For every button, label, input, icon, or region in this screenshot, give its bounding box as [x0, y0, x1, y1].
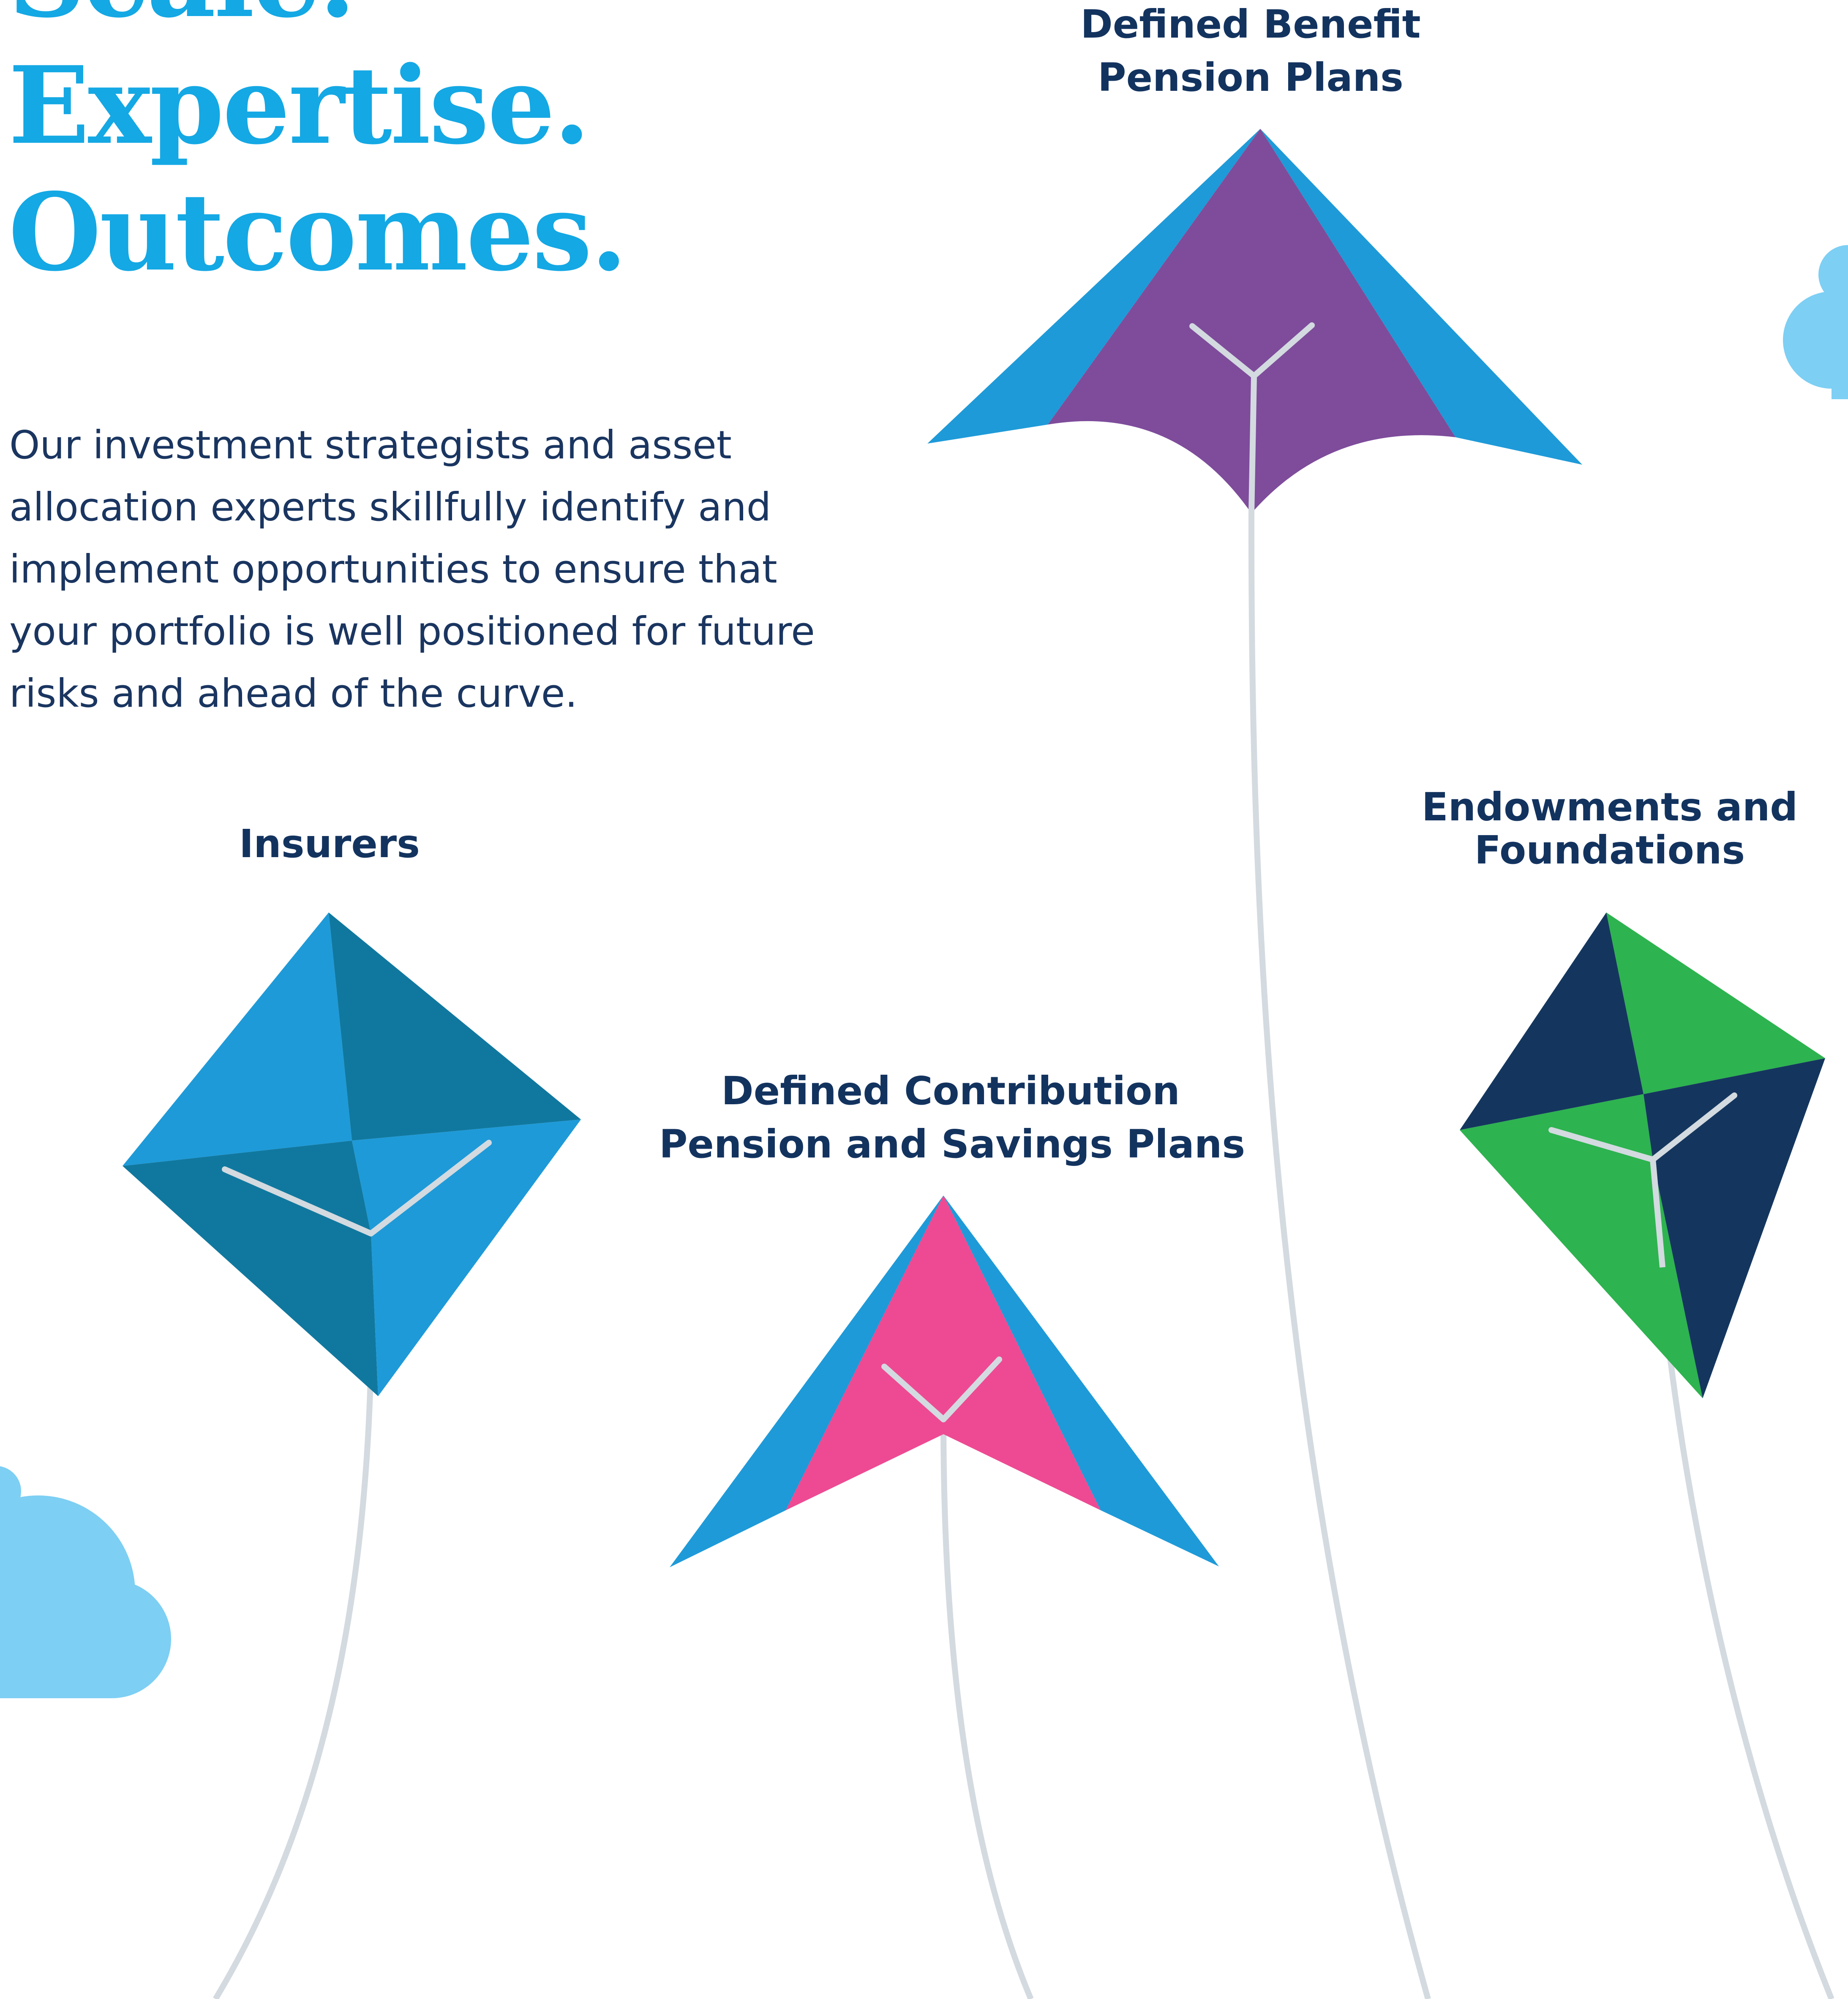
label-insurers: Insurers	[161, 817, 499, 871]
cloud-left	[0, 1466, 171, 1698]
intro-paragraph: Our investment strategists and asset all…	[9, 422, 815, 716]
label-defined-contribution-line-1: Defined Contribution	[721, 1068, 1180, 1114]
headline-line-1: Scale.	[8, 0, 626, 42]
label-defined-benefit-line-2: Pension Plans	[1098, 55, 1404, 100]
kite-endowments	[1460, 912, 1825, 1398]
kite-string-defined-contribution	[940, 1419, 1034, 1999]
label-insurers-line-1: Insurers	[239, 821, 420, 866]
label-endowments-line-1: Endowments and	[1421, 784, 1798, 830]
cloud-right	[1783, 245, 1848, 399]
headline-line-3: Outcomes.	[8, 170, 627, 295]
label-defined-benefit: Defined Benefit Pension Plans	[1039, 0, 1462, 104]
label-defined-contribution-line-2: Pension and Savings Plans	[659, 1122, 1246, 1167]
headline: Scale. Expertise. Outcomes.	[8, 0, 627, 296]
label-endowments-line-2: Foundations	[1474, 828, 1745, 873]
label-endowments: Endowments and Foundations	[1386, 786, 1834, 872]
kite-defined-contribution	[670, 1196, 1219, 1567]
label-defined-contribution: Defined Contribution Pension and Savings…	[659, 1065, 1246, 1171]
kite-insurers	[123, 912, 581, 1396]
label-defined-benefit-line-1: Defined Benefit	[1080, 2, 1421, 47]
headline-line-2: Expertise.	[8, 43, 591, 168]
kite-defined-benefit	[927, 129, 1582, 514]
kite-string-defined-benefit	[1248, 511, 1431, 1999]
